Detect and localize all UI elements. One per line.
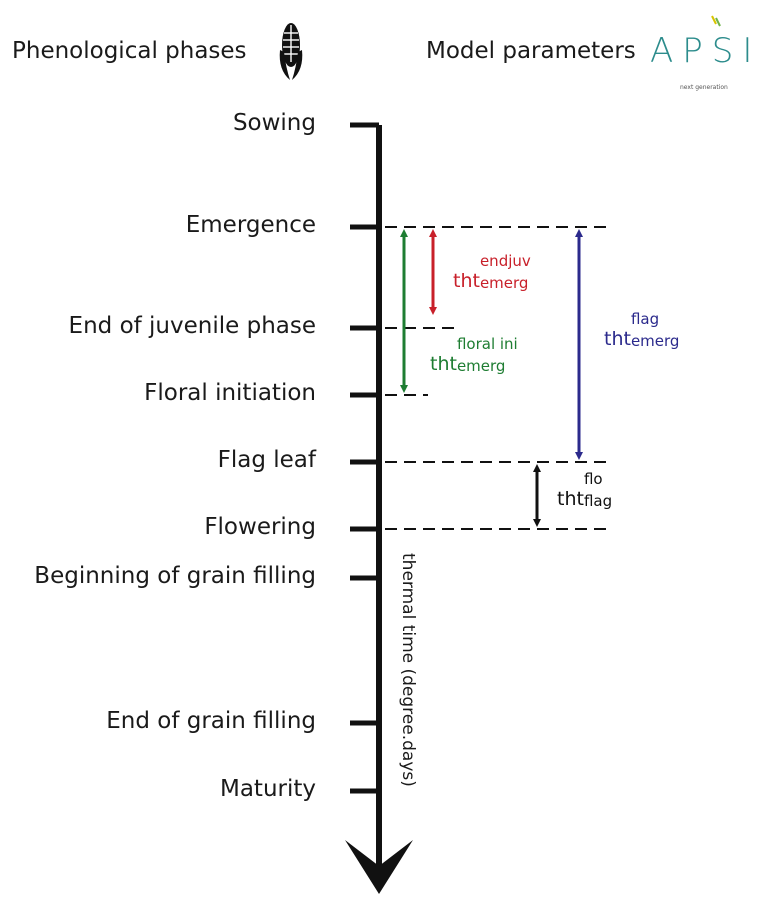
- phenological-phases-label: Phenological phases: [12, 38, 247, 64]
- param-flag-base: tht: [604, 328, 631, 350]
- phase-grain-filling-start: Beginning of grain filling: [34, 563, 316, 589]
- phase-flag-leaf: Flag leaf: [217, 447, 316, 473]
- axis-title: thermal time (degree.days): [398, 553, 418, 787]
- apsim-tagline: next generation: [680, 84, 728, 91]
- param-flo-sub: flag: [583, 492, 613, 510]
- time-axis: [345, 122, 413, 894]
- param-flo-sup: flo: [583, 470, 603, 488]
- param-endjuv-base: tht: [453, 270, 480, 292]
- phase-end-juvenile: End of juvenile phase: [68, 313, 316, 339]
- apsim-logo-text: APSIM: [650, 31, 764, 71]
- param-floral-sup: floral ini: [456, 335, 518, 353]
- dashed-guides: [385, 226, 612, 530]
- phase-grain-filling-end: End of grain filling: [106, 708, 316, 734]
- phase-floral-initiation: Floral initiation: [144, 380, 316, 406]
- phenological-phases-title: Phenological phases: [12, 38, 247, 64]
- phase-emergence: Emergence: [185, 212, 316, 238]
- apsim-logo: APSIM next generation: [650, 15, 764, 91]
- model-parameters-label: Model parameters: [426, 38, 636, 64]
- phase-sowing: Sowing: [232, 110, 316, 136]
- param-flag-sup: flag: [630, 310, 660, 328]
- model-parameters-title: Model parameters: [426, 38, 636, 64]
- phase-maturity: Maturity: [219, 776, 316, 802]
- phase-flowering: Flowering: [204, 514, 316, 540]
- param-flag-sub: emerg: [630, 332, 680, 350]
- maize-cob-icon: [279, 23, 303, 80]
- param-endjuv-sup: endjuv: [479, 252, 531, 270]
- param-endjuv-sub: emerg: [479, 274, 529, 292]
- axis-arrowhead: [345, 840, 413, 894]
- param-flo-base: tht: [557, 488, 584, 510]
- param-floral-base: tht: [430, 353, 457, 375]
- param-floral-sub: emerg: [456, 357, 506, 375]
